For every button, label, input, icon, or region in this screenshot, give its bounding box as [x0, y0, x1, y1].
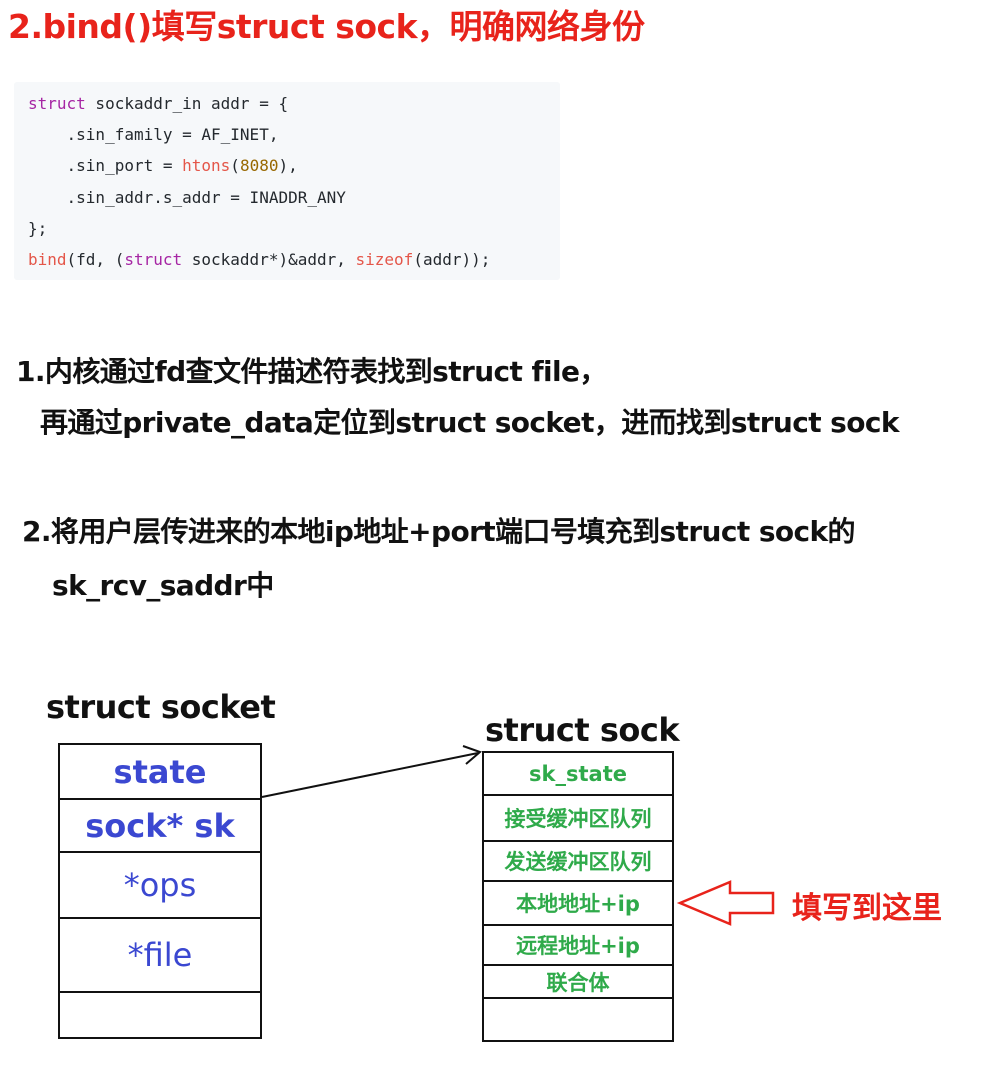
code-text: ( — [230, 156, 240, 175]
socket-struct-title: struct socket — [46, 688, 276, 726]
fill-here-label: 填写到这里 — [792, 891, 942, 926]
code-line: }; — [28, 219, 47, 239]
code-line: .sin_addr.s_addr = INADDR_ANY — [28, 188, 346, 208]
code-text: .sin_port = — [28, 156, 183, 175]
pointer-arrowhead — [462, 745, 482, 765]
code-function: bind — [28, 250, 67, 269]
code-number: 8080 — [239, 156, 279, 175]
sock-struct-box: sk_state 接受缓冲区队列 发送缓冲区队列 本地地址+ip 远程地址+ip… — [482, 751, 674, 1042]
step2-line2: sk_rcv_saddr中 — [52, 569, 274, 602]
code-line: .sin_port = htons(8080), — [28, 156, 298, 176]
sock-field-remote-addr: 远程地址+ip — [484, 926, 672, 966]
code-text: ), — [278, 156, 298, 175]
code-text: (fd, ( — [66, 250, 125, 269]
code-text: sockaddr*)&addr, — [182, 250, 356, 269]
code-block: struct sockaddr_in addr = { .sin_family … — [14, 82, 560, 280]
code-text: sockaddr_in addr = { — [85, 94, 289, 113]
code-line: .sin_family = AF_INET, — [28, 125, 279, 145]
fill-here-arrow — [676, 880, 775, 926]
step2-line1: 2.将用户层传进来的本地ip地址+port端口号填充到struct sock的 — [22, 515, 856, 548]
pointer-arrow-line — [261, 752, 479, 798]
code-keyword: struct — [28, 94, 86, 113]
step1-line2: 再通过private_data定位到struct socket，进而找到stru… — [40, 406, 900, 439]
code-line: struct sockaddr_in addr = { — [28, 94, 288, 114]
code-function: sizeof — [355, 250, 414, 269]
sock-field-recv-queue: 接受缓冲区队列 — [484, 796, 672, 842]
code-keyword: struct — [124, 250, 183, 269]
code-text: .sin_addr.s_addr = INADDR_ANY — [28, 188, 346, 207]
socket-field-sk: sock* sk — [60, 800, 260, 853]
socket-field-state: state — [60, 745, 260, 800]
sock-field-send-queue: 发送缓冲区队列 — [504, 850, 652, 874]
code-text: .sin_family = AF_INET, — [28, 125, 279, 144]
socket-struct-box: state sock* sk *ops *file — [58, 743, 262, 1039]
sock-field-local-addr: 本地地址+ip — [484, 880, 672, 926]
code-text: (addr)); — [413, 250, 491, 269]
socket-field-ops: *ops — [60, 853, 260, 919]
sock-field-sk-state: sk_state — [484, 753, 672, 796]
code-line: bind(fd, (struct sockaddr*)&addr, sizeof… — [28, 250, 490, 270]
code-function: htons — [182, 156, 231, 175]
socket-field-file: *file — [60, 919, 260, 993]
step1-line1: 1.内核通过fd查文件描述符表找到struct file， — [16, 355, 607, 388]
sock-field-union: 联合体 — [484, 966, 672, 999]
code-text: }; — [28, 219, 48, 238]
page-title: 2.bind()填写struct sock，明确网络身份 — [8, 7, 645, 46]
sock-struct-title: struct sock — [485, 711, 680, 749]
